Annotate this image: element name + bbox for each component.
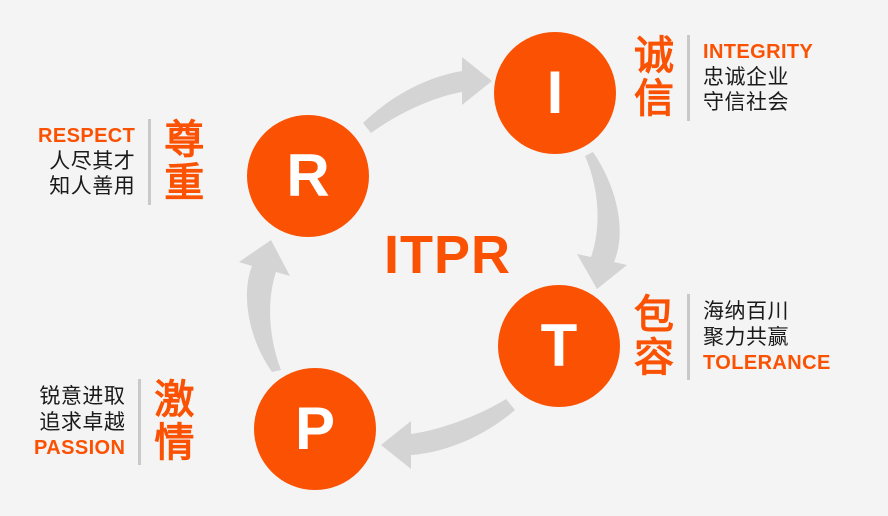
tolerance-divider <box>687 294 690 381</box>
respect-english-label: RESPECT <box>38 125 136 148</box>
passion-line-1: 锐意进取 <box>39 384 126 409</box>
value-block-tolerance: 包 容 海纳百川 聚力共赢 TOLERANCE <box>634 292 831 382</box>
integrity-divider <box>687 35 690 122</box>
value-block-passion: 锐意进取 追求卓越 PASSION 激 情 <box>34 377 195 467</box>
node-letter-i: I <box>546 59 564 126</box>
node-letter-t: T <box>540 312 578 379</box>
node-circle-passion[interactable]: P <box>254 368 376 490</box>
integrity-detail: INTEGRITY 忠诚企业 守信社会 <box>703 40 813 116</box>
node-circle-integrity[interactable]: I <box>494 32 616 154</box>
integrity-line-1: 忠诚企业 <box>703 64 789 89</box>
respect-chinese-title: 尊 重 <box>164 117 205 207</box>
arrow-p-to-r <box>239 240 290 372</box>
arrow-r-to-i <box>363 57 492 133</box>
respect-line-2: 知人善用 <box>49 174 136 199</box>
respect-line-1: 人尽其才 <box>49 148 136 173</box>
passion-detail: 锐意进取 追求卓越 PASSION <box>34 384 125 460</box>
passion-title-char-1: 激 <box>154 377 195 423</box>
arrow-i-to-t <box>577 152 627 289</box>
tolerance-line-2: 聚力共赢 <box>703 324 789 349</box>
node-circle-respect[interactable]: R <box>247 115 369 237</box>
value-block-respect: RESPECT 人尽其才 知人善用 尊 重 <box>38 117 205 207</box>
passion-line-2: 追求卓越 <box>39 409 126 434</box>
tolerance-chinese-title: 包 容 <box>634 292 674 382</box>
integrity-title-char-2: 信 <box>634 76 674 123</box>
passion-title-char-2: 情 <box>154 420 195 467</box>
respect-title-char-2: 重 <box>164 160 205 207</box>
tolerance-title-char-1: 包 <box>634 292 674 338</box>
node-letter-r: R <box>286 142 330 209</box>
passion-chinese-title: 激 情 <box>154 377 195 467</box>
center-wordmark: ITPR <box>383 225 511 285</box>
tolerance-detail: 海纳百川 聚力共赢 TOLERANCE <box>703 299 831 375</box>
integrity-line-2: 守信社会 <box>703 90 789 115</box>
respect-detail: RESPECT 人尽其才 知人善用 <box>38 124 135 200</box>
integrity-title-char-1: 诚 <box>634 33 674 79</box>
respect-title-char-1: 尊 <box>164 117 205 163</box>
passion-english-label: PASSION <box>34 436 126 459</box>
integrity-chinese-title: 诚 信 <box>634 33 674 123</box>
integrity-english-label: INTEGRITY <box>703 41 814 64</box>
node-circle-tolerance[interactable]: T <box>498 285 620 407</box>
arrow-t-to-p <box>381 399 515 469</box>
tolerance-line-1: 海纳百川 <box>703 299 789 324</box>
tolerance-title-char-2: 容 <box>634 335 674 382</box>
node-letter-p: P <box>294 395 336 462</box>
respect-divider <box>148 119 152 206</box>
tolerance-english-label: TOLERANCE <box>703 351 831 374</box>
value-block-integrity: 诚 信 INTEGRITY 忠诚企业 守信社会 <box>634 33 813 123</box>
passion-divider <box>138 379 142 466</box>
